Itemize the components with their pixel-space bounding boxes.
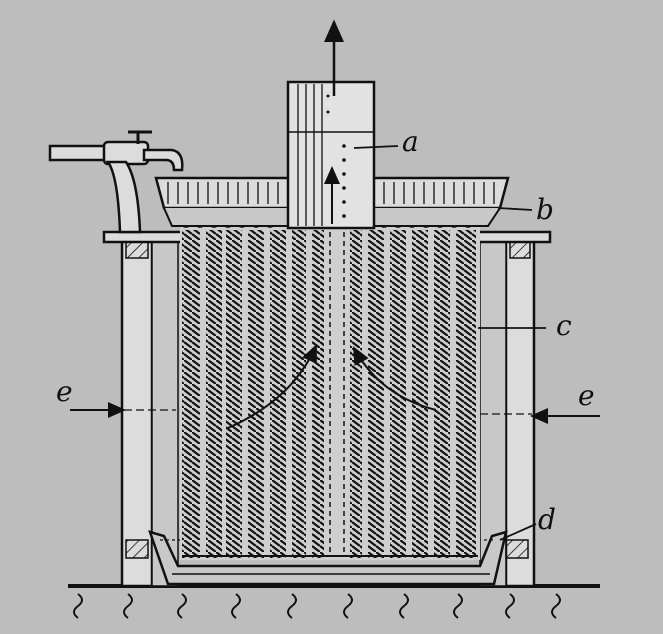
label-b: b — [536, 193, 554, 226]
label-a: a — [402, 125, 419, 158]
faucet — [48, 130, 184, 234]
flow-arrows — [70, 19, 600, 429]
label-d: d — [538, 503, 556, 536]
leader-lines — [353, 145, 546, 541]
label-e-right: e — [578, 379, 595, 412]
filter-bundle — [180, 216, 480, 560]
label-e-left: e — [56, 375, 73, 408]
label-c: c — [556, 309, 572, 342]
outer-vessel — [102, 230, 552, 588]
ground — [68, 584, 600, 619]
